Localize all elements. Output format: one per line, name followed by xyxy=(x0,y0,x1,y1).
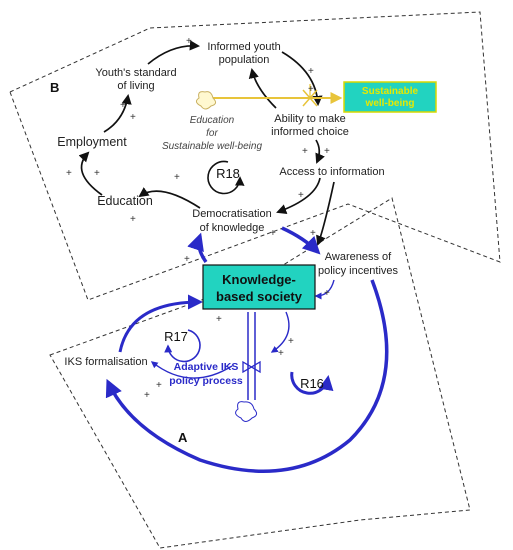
region-a-label: A xyxy=(178,430,188,445)
adaptive-label-2: policy process xyxy=(169,375,243,387)
education-sw-label-3: Sustainable well-being xyxy=(162,141,263,152)
r16-loop-arrow xyxy=(290,371,334,395)
region-a-boundary xyxy=(49,197,471,549)
link-democratisation-to-education xyxy=(138,187,201,209)
link-informed-to-ability xyxy=(281,51,323,107)
kbs-label-2: based society xyxy=(216,289,303,304)
polarity-plus: + xyxy=(216,314,222,325)
r18-label: R18 xyxy=(216,166,240,181)
r16-label: R16 xyxy=(300,376,324,391)
informed-youth-label-2: population xyxy=(219,54,270,66)
polarity-plus: + xyxy=(308,84,314,95)
link-iks-to-kbs xyxy=(118,294,203,353)
ability-label-1: Ability to make xyxy=(274,113,346,125)
polarity-plus: + xyxy=(174,172,180,183)
link-standard-to-informed xyxy=(147,40,201,65)
sustainable-label-2: well-being xyxy=(365,98,415,109)
polarity-plus: + xyxy=(288,336,294,347)
polarity-plus: + xyxy=(130,112,136,123)
kbs-label-1: Knowledge- xyxy=(222,272,296,287)
ability-label-2: informed choice xyxy=(271,126,349,138)
region-b-boundary xyxy=(9,11,501,301)
link-ability-to-informed xyxy=(248,68,277,109)
education-sw-label-2: for xyxy=(206,128,218,139)
link-education-to-employment xyxy=(78,151,103,196)
adaptive-valve xyxy=(235,312,261,422)
r16-big-loop xyxy=(105,279,389,473)
polarity-plus: + xyxy=(144,390,150,401)
awareness-label-1: Awareness of xyxy=(325,251,392,263)
polarity-plus: + xyxy=(310,228,316,239)
link-democratisation-to-awareness xyxy=(281,226,321,255)
polarity-plus: + xyxy=(302,146,308,157)
link-ability-to-access xyxy=(315,139,325,164)
link-kbs-to-democratisation xyxy=(187,232,208,264)
democratisation-label-2: of knowledge xyxy=(200,222,265,234)
youth-standard-label-1: Youth's standard xyxy=(95,67,176,79)
link-awareness-to-kbs xyxy=(314,279,335,300)
link-access-to-democratisation xyxy=(276,177,321,214)
iks-label: IKS formalisation xyxy=(64,356,147,368)
youth-standard-label-2: of living xyxy=(117,80,154,92)
adaptive-label-1: Adaptive IKS xyxy=(174,361,239,373)
democratisation-label-1: Democratisation xyxy=(192,208,271,220)
informed-youth-label-1: Informed youth xyxy=(207,41,280,53)
kbs-box xyxy=(202,264,316,310)
polarity-plus: + xyxy=(298,190,304,201)
r17-label: R17 xyxy=(164,329,188,344)
polarity-plus: + xyxy=(270,228,276,239)
link-kbs-to-adaptive xyxy=(270,311,290,353)
link-employment-to-standard xyxy=(103,93,132,133)
polarity-plus: + xyxy=(324,288,330,299)
education-label: Education xyxy=(97,194,153,208)
polarity-plus: + xyxy=(66,168,72,179)
access-label: Access to information xyxy=(279,166,384,178)
polarity-plus: + xyxy=(184,254,190,265)
employment-label: Employment xyxy=(57,135,127,149)
region-b-label: B xyxy=(50,80,59,95)
link-access-to-awareness xyxy=(316,181,335,246)
sustainable-box xyxy=(343,81,437,113)
sustainable-flow xyxy=(195,84,343,110)
polarity-plus: + xyxy=(278,348,284,359)
polarity-plus: + xyxy=(120,100,126,111)
link-adaptive-to-iks xyxy=(150,361,233,379)
polarity-plus: + xyxy=(308,66,314,77)
polarity-plus: + xyxy=(130,214,136,225)
r18-loop-arrow xyxy=(207,160,245,195)
polarity-plus: + xyxy=(156,380,162,391)
r17-loop-arrow xyxy=(164,329,201,363)
awareness-label-2: policy incentives xyxy=(318,265,399,277)
polarity-plus: + xyxy=(324,146,330,157)
sustainable-label-1: Sustainable xyxy=(362,86,419,97)
education-sw-label-1: Education xyxy=(190,115,235,126)
polarity-plus: + xyxy=(186,36,192,47)
polarity-plus: + xyxy=(94,168,100,179)
